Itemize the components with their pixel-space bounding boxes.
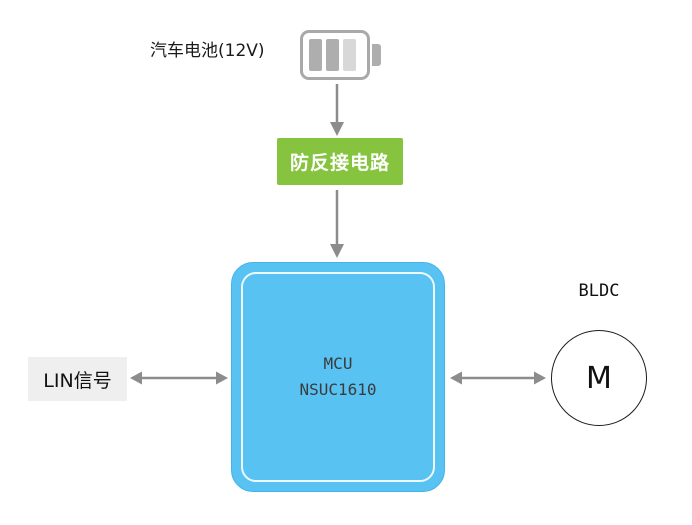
lin-signal-label: LIN信号 bbox=[43, 369, 112, 392]
battery-terminal bbox=[372, 44, 381, 66]
mcu-label-line1: MCU bbox=[323, 354, 353, 373]
battery-label: 汽车电池(12V) bbox=[150, 41, 265, 61]
arrow-battery-to-circuit-icon bbox=[330, 84, 344, 136]
motor-symbol: M bbox=[551, 330, 647, 426]
battery-bar-1 bbox=[309, 39, 322, 71]
protection-circuit-block: 防反接电路 bbox=[277, 138, 403, 185]
mcu-inner-frame: MCU NSUC1610 bbox=[241, 272, 435, 482]
mcu-label-line2: NSUC1610 bbox=[299, 380, 377, 399]
arrow-circuit-to-mcu-icon bbox=[330, 190, 344, 258]
protection-circuit-label: 防反接电路 bbox=[289, 152, 390, 174]
arrow-lin-mcu-bidirectional-icon bbox=[130, 371, 228, 385]
battery-icon bbox=[300, 30, 381, 80]
battery-body bbox=[300, 30, 370, 80]
bldc-label: BLDC bbox=[578, 281, 620, 301]
battery-bar-2 bbox=[326, 39, 339, 71]
motor-letter: M bbox=[586, 360, 612, 396]
mcu-block: MCU NSUC1610 bbox=[231, 262, 445, 492]
lin-signal-block: LIN信号 bbox=[28, 357, 127, 401]
battery-bar-3 bbox=[343, 39, 356, 71]
arrow-mcu-motor-bidirectional-icon bbox=[450, 371, 546, 385]
